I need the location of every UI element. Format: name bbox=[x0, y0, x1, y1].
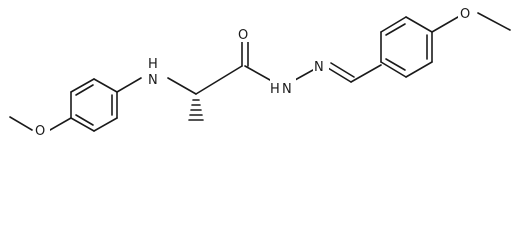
atom-o-left: O bbox=[35, 124, 45, 139]
bond-ring-to-nh bbox=[116, 77, 142, 93]
bond-nh-to-alpha-c bbox=[167, 77, 197, 95]
carbonyl-double-bond bbox=[241, 40, 249, 67]
bond-ch-to-ring bbox=[350, 64, 382, 83]
left-methoxyphenyl-ring bbox=[70, 78, 118, 132]
atom-n-hydrazide: N bbox=[282, 82, 292, 97]
atom-h-hydrazide: H bbox=[270, 82, 280, 97]
atom-o-carbonyl: O bbox=[238, 28, 248, 43]
final-molecule: O H N O H N N O bbox=[9, 5, 511, 139]
bond-carbonyl-to-nh bbox=[244, 65, 271, 81]
atom-labels: O H N O H N N O bbox=[34, 5, 476, 139]
atom-h-amine: H bbox=[148, 57, 158, 72]
right-methoxyphenyl-ring bbox=[380, 16, 433, 78]
left-methoxy-bonds bbox=[9, 116, 72, 131]
right-methoxy-bonds bbox=[431, 12, 511, 33]
bond-alpha-to-carbonyl bbox=[195, 65, 243, 95]
atom-n-amine: N bbox=[148, 73, 158, 88]
imine-double-bond bbox=[327, 62, 355, 83]
methyl-hashed-wedge bbox=[188, 99, 204, 121]
atom-n-imine: N bbox=[314, 60, 324, 75]
atom-o-right: O bbox=[460, 7, 470, 22]
bond-n-n bbox=[294, 69, 314, 81]
structure-canvas: O H N O H N N O bbox=[7, 5, 511, 144]
